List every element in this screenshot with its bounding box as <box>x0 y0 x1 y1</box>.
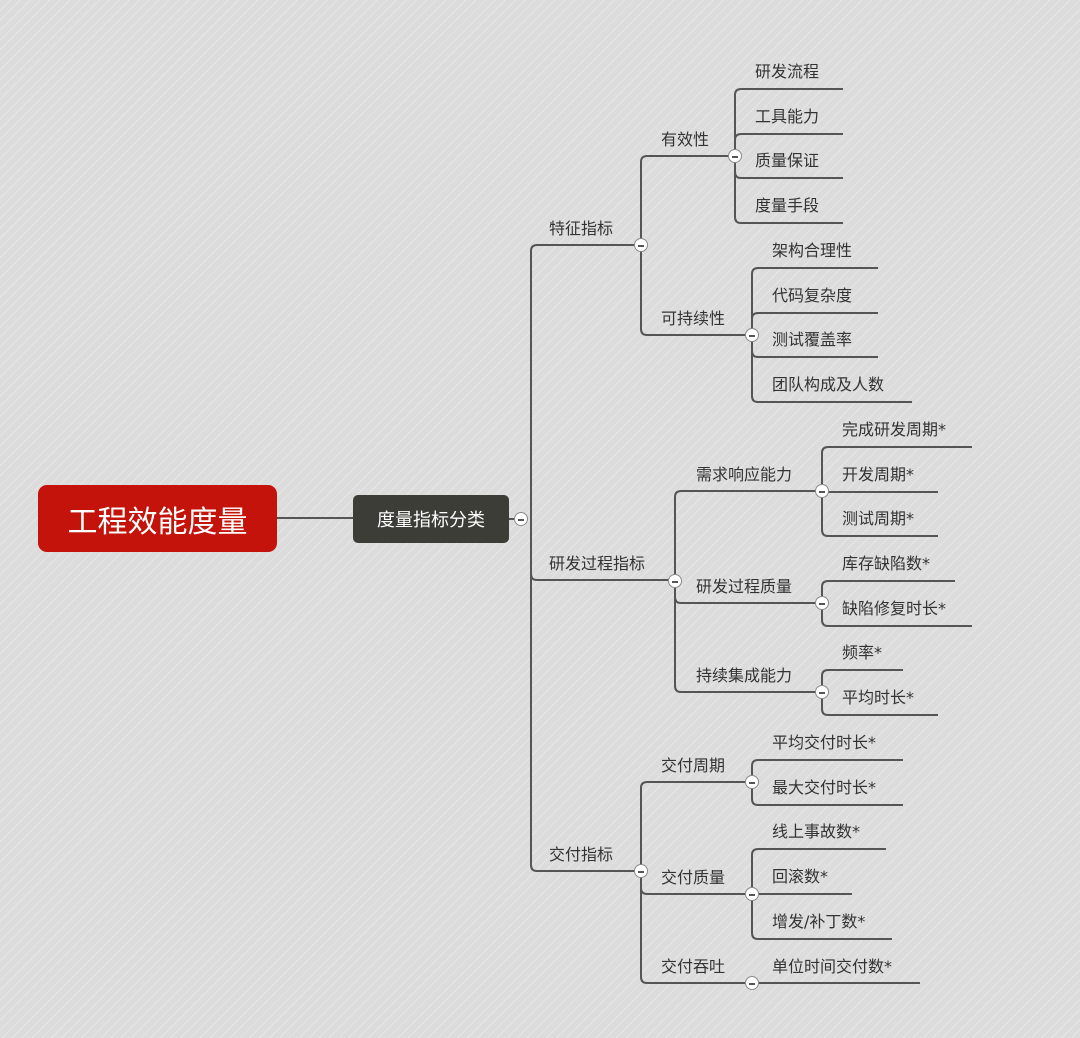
group-node[interactable]: 交付吞吐 <box>661 957 726 976</box>
leaf-node[interactable]: 度量手段 <box>755 196 820 215</box>
category-node-process[interactable]: 研发过程指标 <box>549 554 646 573</box>
leaf-node[interactable]: 平均时长* <box>842 688 915 707</box>
connector-line <box>640 245 752 336</box>
group-collapse-button[interactable] <box>815 484 829 498</box>
connector-line <box>751 848 886 894</box>
category-node-delivery[interactable]: 交付指标 <box>549 845 614 864</box>
group-collapse-button[interactable] <box>815 596 829 610</box>
leaf-node[interactable]: 最大交付时长* <box>772 778 877 797</box>
connector-line <box>640 781 752 871</box>
connector-line <box>734 88 843 156</box>
root-node[interactable]: 工程效能度量 <box>38 485 277 552</box>
leaf-node[interactable]: 线上事故数* <box>772 822 861 841</box>
category-node-characteristic[interactable]: 特征指标 <box>549 219 614 238</box>
group-collapse-button[interactable] <box>745 976 759 990</box>
leaf-node[interactable]: 完成研发周期* <box>842 420 947 439</box>
connector-line <box>821 446 972 491</box>
connector-line <box>821 580 955 603</box>
leaf-node[interactable]: 单位时间交付数* <box>772 957 893 976</box>
leaf-node[interactable]: 测试覆盖率 <box>772 330 853 349</box>
category-collapse-button[interactable] <box>634 864 648 878</box>
main-topic-label: 度量指标分类 <box>377 510 485 531</box>
connector-line <box>640 871 752 984</box>
connector-line <box>751 267 878 335</box>
connector-line <box>821 491 938 537</box>
group-node[interactable]: 持续集成能力 <box>696 666 793 685</box>
category-collapse-button[interactable] <box>668 574 682 588</box>
connector-line <box>751 335 912 403</box>
leaf-node[interactable]: 频率* <box>842 643 883 662</box>
connector-line <box>530 244 640 519</box>
connector-line <box>821 669 903 692</box>
leaf-node[interactable]: 代码复杂度 <box>772 286 853 305</box>
connector-line <box>734 156 843 224</box>
leaf-node[interactable]: 缺陷修复时长* <box>842 599 947 618</box>
group-collapse-button[interactable] <box>745 328 759 342</box>
root-label: 工程效能度量 <box>67 504 248 540</box>
connector-line <box>821 603 972 627</box>
leaf-node[interactable]: 平均交付时长* <box>772 733 877 752</box>
group-collapse-button[interactable] <box>728 149 742 163</box>
main-topic-node[interactable]: 度量指标分类 <box>353 495 509 543</box>
leaf-node[interactable]: 架构合理性 <box>772 241 853 260</box>
connector-line <box>821 485 938 493</box>
connector-line <box>751 894 892 940</box>
group-node[interactable]: 可持续性 <box>661 309 726 328</box>
connector-line <box>821 692 938 716</box>
group-collapse-button[interactable] <box>745 887 759 901</box>
connector-line <box>530 519 640 872</box>
leaf-node[interactable]: 回滚数* <box>772 867 829 886</box>
leaf-node[interactable]: 增发/补丁数* <box>772 912 866 931</box>
leaf-node[interactable]: 工具能力 <box>755 107 820 126</box>
group-node[interactable]: 有效性 <box>661 130 710 149</box>
connector-line <box>751 759 903 782</box>
leaf-node[interactable]: 测试周期* <box>842 509 915 528</box>
group-node[interactable]: 交付质量 <box>661 868 726 887</box>
connector-line <box>734 133 843 156</box>
leaf-node[interactable]: 开发周期* <box>842 465 915 484</box>
group-collapse-button[interactable] <box>815 685 829 699</box>
main-collapse-button[interactable] <box>514 512 528 526</box>
connector-line <box>674 490 821 580</box>
leaf-node[interactable]: 质量保证 <box>755 151 820 170</box>
connector-line <box>751 782 903 806</box>
connector-line <box>674 580 821 693</box>
category-collapse-button[interactable] <box>634 238 648 252</box>
leaf-node[interactable]: 库存缺陷数* <box>842 554 931 573</box>
group-node[interactable]: 交付周期 <box>661 756 726 775</box>
leaf-node[interactable]: 团队构成及人数 <box>772 375 885 394</box>
group-node[interactable]: 需求响应能力 <box>696 465 793 484</box>
connector-line <box>640 155 734 245</box>
leaf-node[interactable]: 研发流程 <box>755 62 820 81</box>
connector-line <box>751 312 878 335</box>
group-node[interactable]: 研发过程质量 <box>696 577 793 596</box>
group-collapse-button[interactable] <box>745 775 759 789</box>
